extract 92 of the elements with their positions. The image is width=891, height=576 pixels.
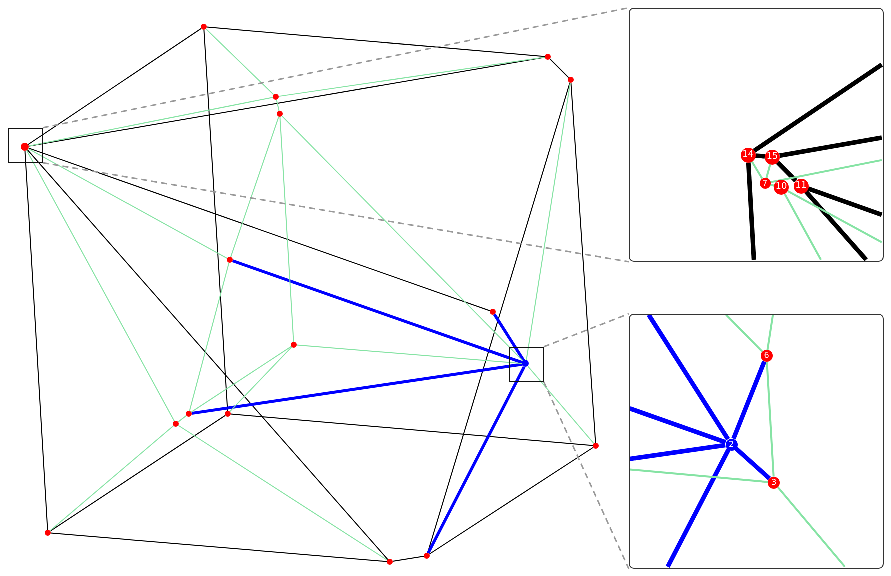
- dot-icon: [291, 342, 297, 348]
- zoom-guide-line: [543, 382, 630, 570]
- connector-line: [206, 28, 274, 96]
- dot-icon: [273, 94, 279, 100]
- zoom-guide-line: [42, 162, 630, 263]
- connector-line: [777, 486, 846, 568]
- connector-line: [50, 532, 388, 562]
- connector-line: [28, 97, 274, 147]
- numbered-vertex: 14: [740, 148, 756, 163]
- connector-line: [232, 260, 524, 364]
- connector-line: [178, 415, 188, 423]
- connector-line: [282, 116, 524, 362]
- connector-line: [28, 28, 202, 146]
- connector-line: [770, 159, 882, 184]
- numbered-vertex: 15: [765, 150, 780, 165]
- connector-line: [28, 148, 491, 312]
- dot-icon: [45, 530, 51, 536]
- dot-icon: [277, 111, 283, 117]
- connector-line: [751, 161, 764, 180]
- dot-icon: [568, 77, 574, 83]
- connector-line: [230, 116, 280, 258]
- connector-line: [28, 57, 546, 147]
- numbered-vertex: 11: [794, 178, 809, 194]
- connector-line: [27, 150, 389, 560]
- connector-line: [280, 116, 294, 342]
- dot-icon: [225, 411, 231, 417]
- connector-line: [278, 56, 546, 98]
- connector-line: [630, 468, 768, 484]
- connector-line: [630, 406, 727, 445]
- connector-line: [191, 346, 292, 413]
- dot-icon: [490, 309, 496, 315]
- connector-line: [392, 556, 425, 562]
- connector-line: [630, 443, 726, 462]
- connector-line: [296, 344, 523, 364]
- dot-icon: [387, 559, 393, 565]
- connector-line: [24, 150, 48, 530]
- connector-line: [647, 315, 730, 441]
- connector-line: [550, 58, 570, 78]
- connector-line: [753, 62, 883, 153]
- numbered-vertex: 10: [774, 180, 789, 196]
- connector-line: [28, 148, 228, 260]
- zoom-guide-line: [42, 7, 630, 129]
- connector-line: [732, 360, 767, 440]
- connector-line: [493, 314, 526, 362]
- connector-line: [204, 30, 228, 412]
- connector-line: [766, 315, 774, 350]
- numbered-vertex: 6: [760, 350, 773, 362]
- connector-line: [808, 186, 883, 218]
- zoom-guide-line: [544, 313, 630, 348]
- connector-line: [766, 164, 772, 178]
- connector-line: [746, 162, 756, 260]
- connector-line: [526, 82, 572, 362]
- inset-panel: [629, 8, 884, 262]
- connector-line: [178, 425, 388, 561]
- dot-icon: [593, 443, 599, 449]
- connector-line: [726, 315, 764, 353]
- connector-line: [50, 415, 226, 532]
- connector-line: [788, 190, 882, 244]
- connector-line: [50, 425, 174, 532]
- connector-line: [429, 447, 594, 555]
- dot-icon: [186, 411, 192, 417]
- connector-line: [780, 136, 882, 158]
- dot-icon: [424, 553, 430, 559]
- connector-line: [766, 362, 775, 477]
- dot-icon: [545, 54, 551, 60]
- connector-line: [230, 346, 292, 412]
- connector-line: [528, 366, 595, 444]
- dot-icon: [20, 142, 28, 150]
- numbered-vertex: 7: [760, 178, 771, 189]
- zoom-frame: [8, 128, 43, 163]
- inset-panel: [629, 314, 884, 569]
- dot-icon: [227, 257, 233, 263]
- connector-line: [784, 194, 822, 260]
- connector-line: [427, 366, 526, 554]
- connector-line: [570, 82, 596, 444]
- numbered-vertex: 2: [726, 438, 738, 450]
- zoom-frame: [509, 347, 544, 382]
- dot-icon: [173, 421, 179, 427]
- connector-line: [189, 262, 230, 412]
- connector-line: [192, 363, 523, 416]
- connector-line: [734, 446, 772, 480]
- connector-line: [755, 154, 766, 159]
- connector-line: [804, 190, 868, 261]
- connector-line: [776, 160, 798, 182]
- connector-line: [276, 99, 280, 112]
- connector-line: [206, 26, 546, 58]
- connector-line: [26, 150, 176, 422]
- dot-icon: [522, 360, 529, 367]
- dot-icon: [201, 24, 207, 30]
- numbered-vertex: 3: [768, 476, 780, 489]
- connector-line: [230, 414, 594, 446]
- connector-line: [666, 448, 731, 568]
